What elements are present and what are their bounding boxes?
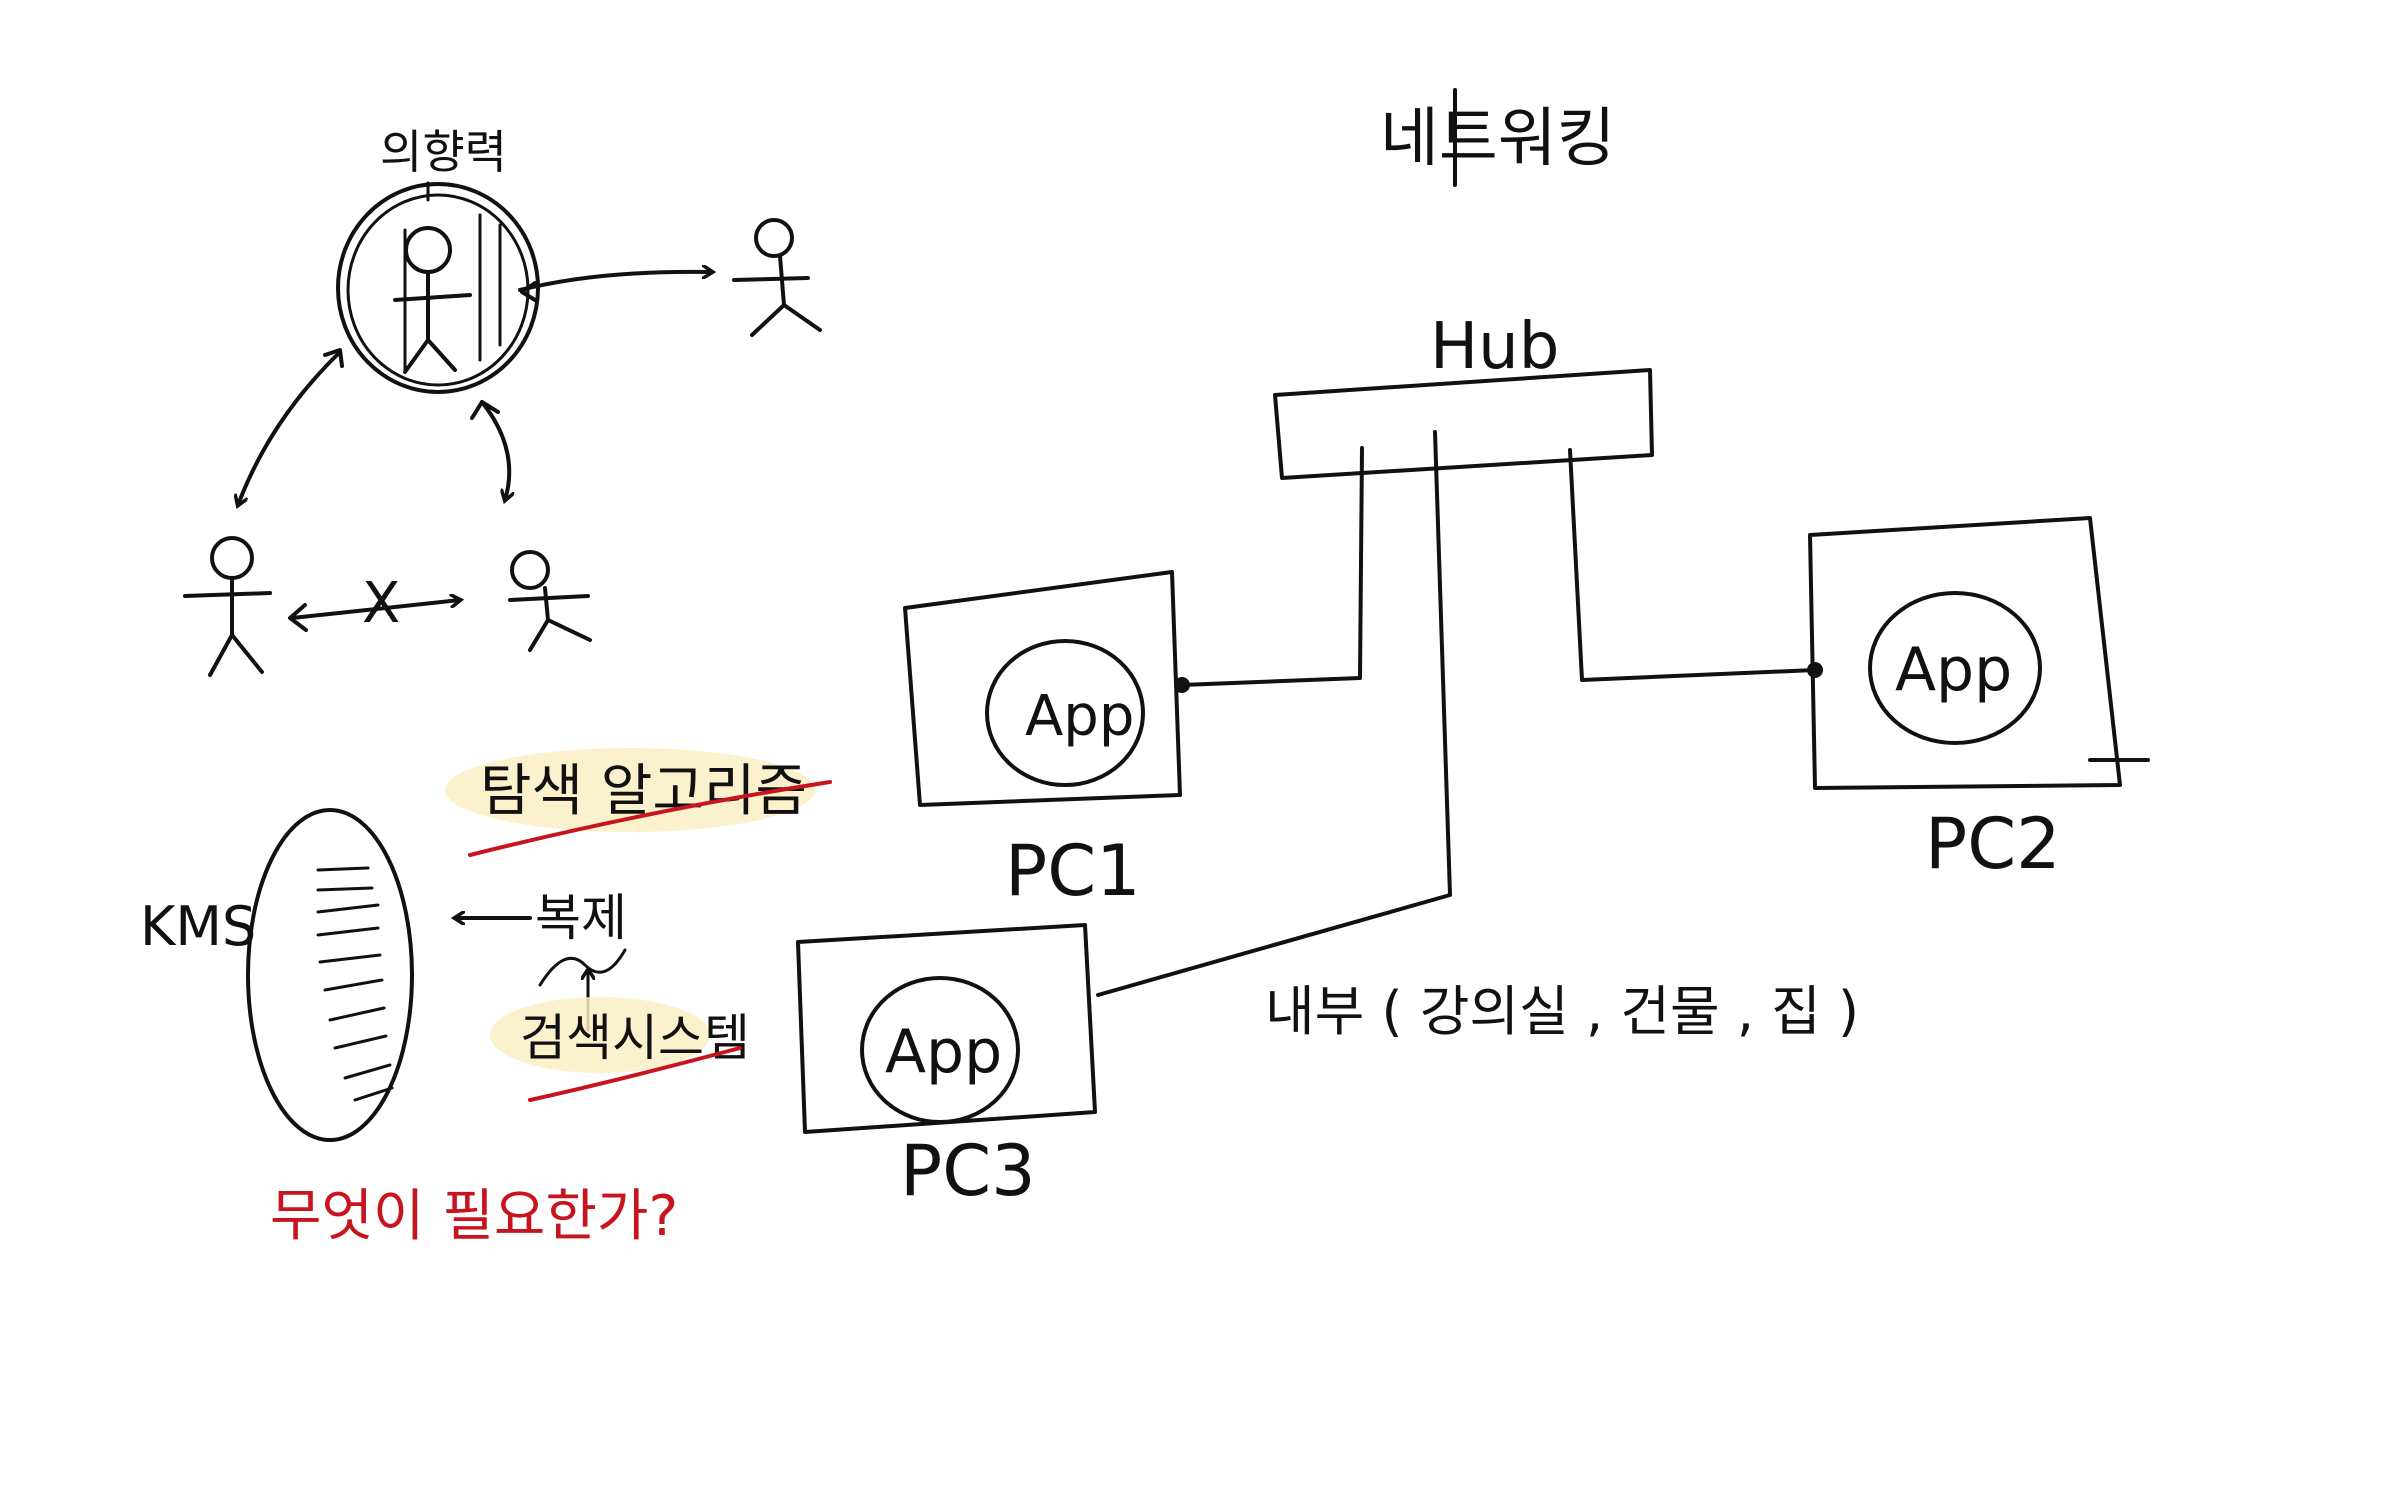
person-bottom-left bbox=[183, 536, 272, 677]
person-bottom-mid-arms bbox=[508, 594, 590, 602]
person-right-body bbox=[778, 254, 786, 307]
person-right-leg-right bbox=[782, 303, 822, 332]
person-bottom-left-leg-right bbox=[230, 633, 264, 674]
person-bottom-left-arms bbox=[183, 591, 272, 598]
page-title: 네트워킹 bbox=[1380, 102, 1616, 176]
pc2-app-circle bbox=[1868, 591, 2042, 745]
blocked-arrow bbox=[290, 600, 460, 620]
person-bottom-left-head bbox=[210, 536, 254, 580]
kms-document-shape bbox=[246, 808, 414, 1142]
search-system-highlight bbox=[490, 997, 710, 1073]
person-bottom-mid-leg-right bbox=[546, 618, 592, 642]
kms-line bbox=[353, 1086, 394, 1102]
copy-squiggle bbox=[538, 948, 627, 987]
kms-line bbox=[316, 866, 370, 872]
algorithm-underline bbox=[468, 780, 832, 857]
kms-label: KMS bbox=[140, 895, 256, 958]
kms-line bbox=[318, 953, 382, 964]
kms-line bbox=[333, 1034, 388, 1050]
pc3-box bbox=[796, 923, 1097, 1134]
person-bottom-left-leg-left bbox=[208, 633, 234, 677]
person-right-head bbox=[754, 218, 794, 258]
pc1-app-circle bbox=[985, 639, 1145, 787]
pc3-node: App PC3 bbox=[796, 923, 1097, 1212]
pc3-label: PC3 bbox=[900, 1130, 1036, 1212]
kms-line bbox=[316, 926, 380, 937]
person-bottom-mid bbox=[508, 550, 592, 652]
arrow-to-right-person-back bbox=[520, 281, 537, 302]
blocked-arrow-back bbox=[288, 603, 308, 632]
pc3-app-label: App bbox=[885, 1017, 1002, 1087]
central-circle-outer bbox=[336, 182, 540, 394]
pc1-node: App PC1 bbox=[903, 570, 1190, 912]
person-bottom-mid-head bbox=[510, 550, 550, 590]
hub-box bbox=[1273, 368, 1654, 480]
kms-line bbox=[323, 978, 384, 992]
person-bottom-mid-body bbox=[543, 586, 550, 622]
pc2-port bbox=[1807, 662, 1823, 678]
central-person-leg-left bbox=[403, 338, 430, 374]
hub-to-pc3-line bbox=[1096, 430, 1452, 997]
arrow-to-mid-person-back bbox=[470, 400, 500, 420]
pc1-port bbox=[1174, 677, 1190, 693]
inside-label: 내부 ( 강의실 , 건물 , 집 ) bbox=[1265, 980, 1859, 1043]
pc2-node: App PC2 bbox=[1807, 516, 2150, 885]
pc2-box bbox=[1808, 516, 2122, 790]
person-right-leg-left bbox=[750, 303, 786, 337]
question-text: 무엇이 필요한가? bbox=[270, 1184, 678, 1249]
kms-line bbox=[316, 903, 380, 914]
central-person-head bbox=[404, 226, 452, 274]
kms-line bbox=[328, 1006, 386, 1022]
pc3-app-circle bbox=[860, 976, 1020, 1124]
blocked-x-mark: X bbox=[362, 571, 400, 636]
arrow-to-right-person bbox=[518, 272, 712, 292]
person-bottom-mid-leg-left bbox=[528, 618, 550, 652]
central-figure bbox=[336, 181, 540, 394]
arrow-to-mid-person bbox=[480, 400, 509, 500]
hub-to-pc2-line bbox=[1568, 448, 1817, 682]
central-person-arms bbox=[393, 293, 472, 302]
kms-lines bbox=[316, 866, 394, 1102]
hub-to-pc1-line bbox=[1180, 446, 1364, 687]
pc1-label: PC1 bbox=[1005, 830, 1141, 912]
arrow-to-left-person bbox=[238, 350, 342, 505]
pc1-box bbox=[903, 570, 1182, 807]
central-person-leg-right bbox=[426, 338, 457, 372]
arrow-to-left-person-back bbox=[323, 348, 344, 368]
kms-line bbox=[343, 1063, 392, 1080]
pc2-app-label: App bbox=[1895, 635, 2012, 705]
pc1-app-label: App bbox=[1025, 684, 1134, 749]
algorithm-highlight bbox=[445, 748, 815, 832]
kms-line bbox=[316, 886, 374, 892]
copy-label: 복제 bbox=[535, 889, 627, 947]
center-label: 의향력 bbox=[380, 125, 507, 179]
pc2-label: PC2 bbox=[1925, 803, 2061, 885]
person-right bbox=[732, 218, 822, 337]
hub-label: Hub bbox=[1430, 310, 1559, 384]
search-system-underline bbox=[528, 1046, 742, 1102]
search-system-label: 검색시스템 bbox=[520, 1009, 750, 1067]
algorithm-label: 탐색 알고리즘 bbox=[480, 759, 807, 824]
person-right-arms bbox=[732, 276, 810, 282]
